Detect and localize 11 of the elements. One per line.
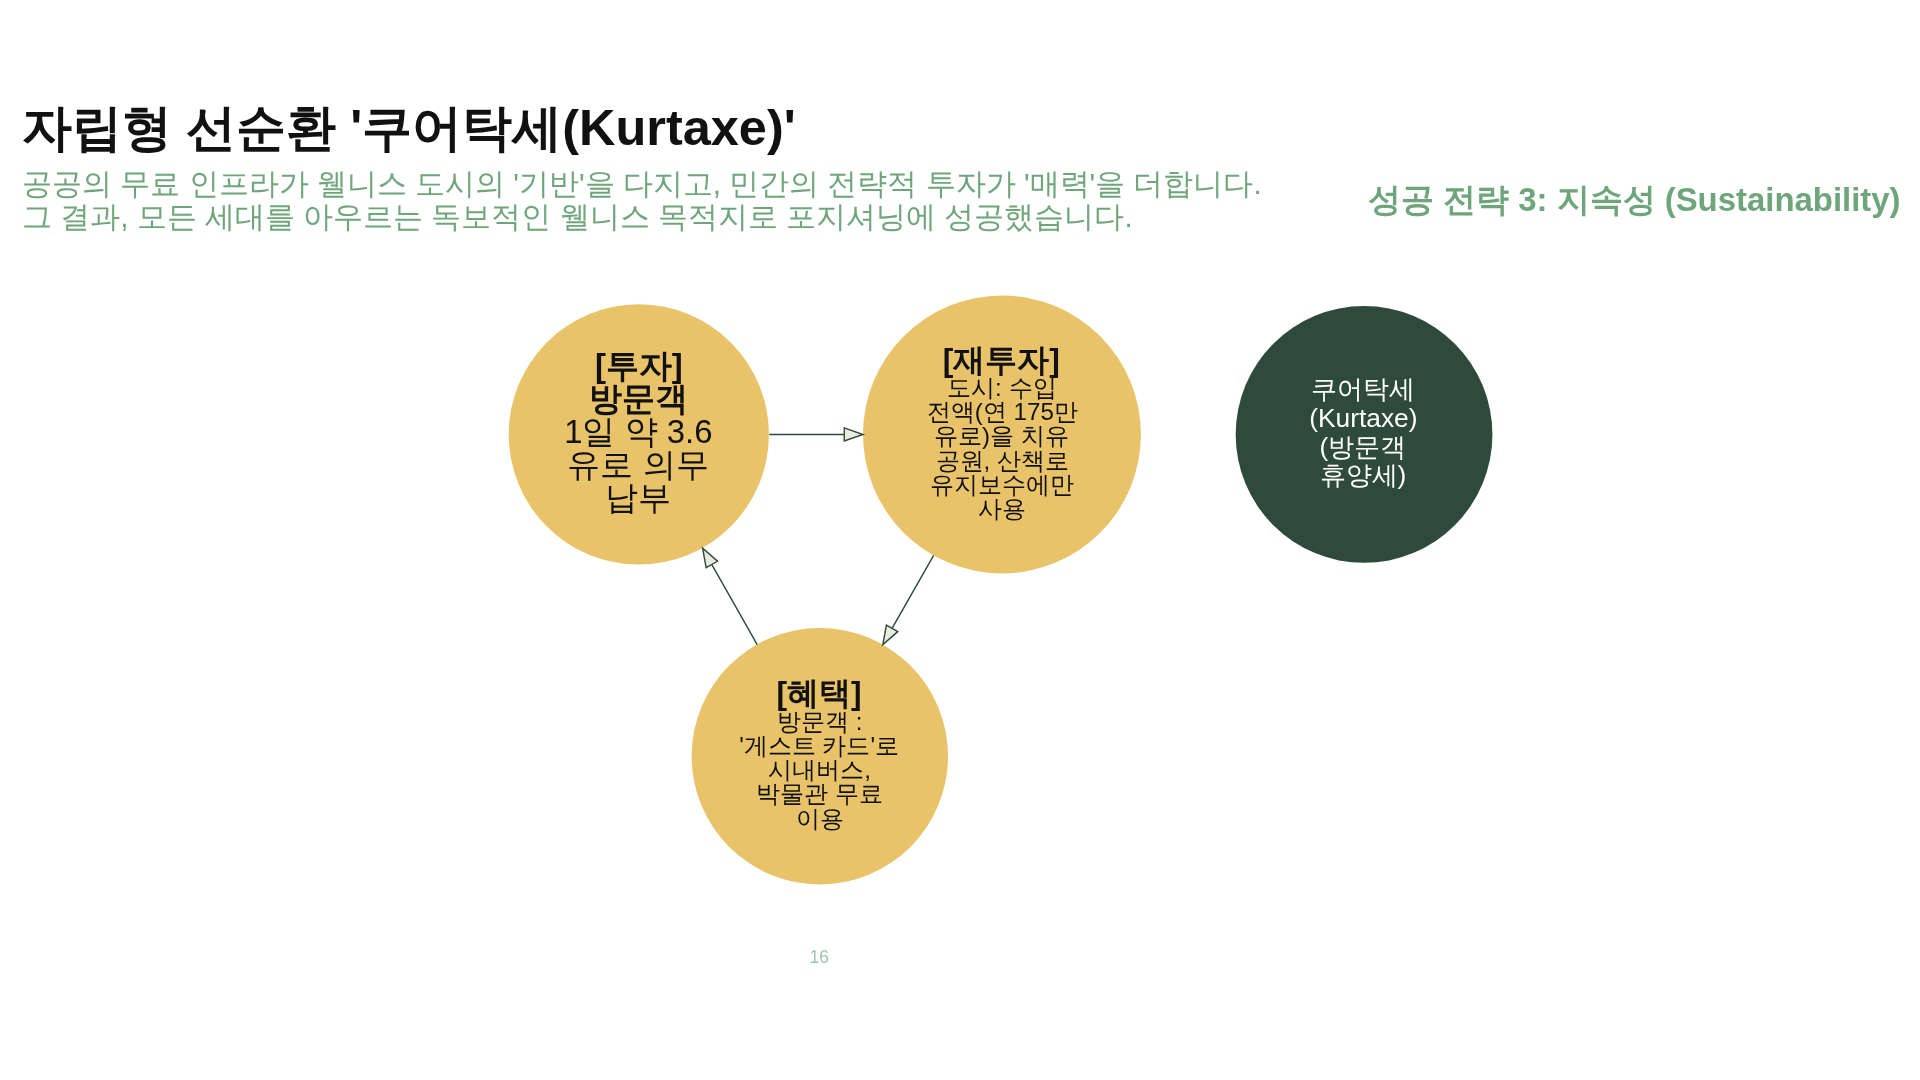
label: 공공의 무료 인프라가 웰니스 도시의 '기반'을 다지고, 민간의 전략적 투자가 '매력'을 더합니다. 그 결과, 모든 세대를 아우르는 독보적인 웰니스 목적지로 포지셔닝에 성공했습니다.	[22, 167, 1262, 234]
node-circle: [투자] 방문객 1일 약 3.6 유로 의무 납부	[508, 304, 769, 565]
node-circle: [재투자] 도시: 수입 전액(연 175만 유로)을 치유 공원, 산책로 유지보수에만 사용	[863, 295, 1141, 574]
arrow	[881, 554, 935, 647]
label: 16	[809, 947, 829, 968]
diagram-title: 자립형 선순환 '쿠어탁세(Kurtaxe)'	[22, 99, 796, 157]
arrow	[701, 546, 758, 646]
arrow	[768, 426, 866, 442]
node-circle: [혜택] 방문객 : '게스트 카드'로 시내버스, 박물관 무료 이용	[691, 628, 949, 885]
label: 성공 전략 3: 지속성 (Sustainability)	[1367, 180, 1901, 218]
node-circle: 쿠어탁세 (Kurtaxe) (방문객 휴양세)	[1235, 306, 1493, 563]
